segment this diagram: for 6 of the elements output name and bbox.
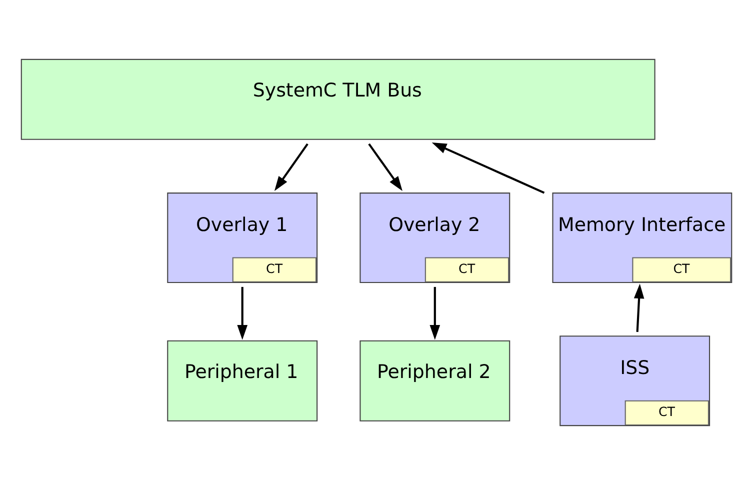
arrow bbox=[368, 142, 402, 191]
arrow bbox=[274, 142, 308, 191]
arrow bbox=[634, 283, 644, 332]
arrow bbox=[432, 142, 545, 194]
arrow bbox=[430, 286, 440, 340]
arrow bbox=[237, 286, 248, 340]
